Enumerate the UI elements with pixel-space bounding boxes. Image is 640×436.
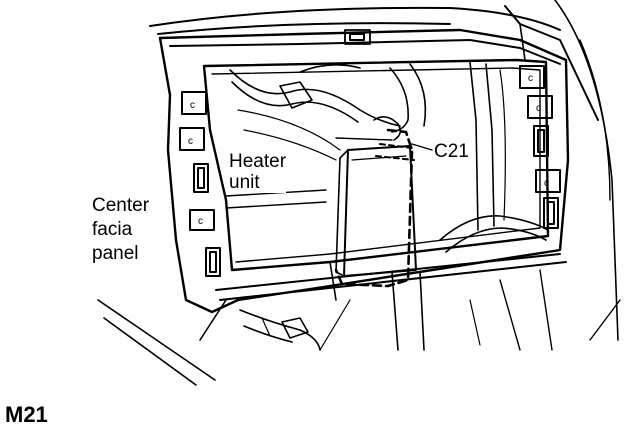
heater-unit-label-line2: unit xyxy=(229,172,260,193)
center-facia-panel-label-line1: Center xyxy=(92,195,150,216)
heater-unit-label-line1: Heater xyxy=(229,151,287,172)
connector-leader xyxy=(335,137,433,151)
svg-text:c: c xyxy=(544,178,549,189)
connector-c21-label: C21 xyxy=(434,141,469,163)
center-facia-panel-frame xyxy=(158,28,570,341)
center-facia-panel-label-line2: facia xyxy=(92,219,133,240)
svg-text:c: c xyxy=(536,103,541,114)
right-clip-tabs: c c c xyxy=(519,65,561,229)
interior-components xyxy=(225,61,549,351)
center-facia-panel-label: Center facia panel xyxy=(92,194,149,266)
dashboard-background xyxy=(97,0,621,386)
svg-text:c: c xyxy=(528,73,533,84)
center-facia-panel-label-line3: panel xyxy=(92,243,139,264)
svg-text:c: c xyxy=(188,136,193,147)
figure-id: M21 xyxy=(5,402,48,427)
svg-text:c: c xyxy=(190,100,195,111)
svg-text:c: c xyxy=(198,216,203,227)
left-clip-tabs: c c c xyxy=(179,91,221,277)
heater-unit-label: Heater unit xyxy=(229,151,287,193)
connector-c21-trace xyxy=(334,128,415,288)
